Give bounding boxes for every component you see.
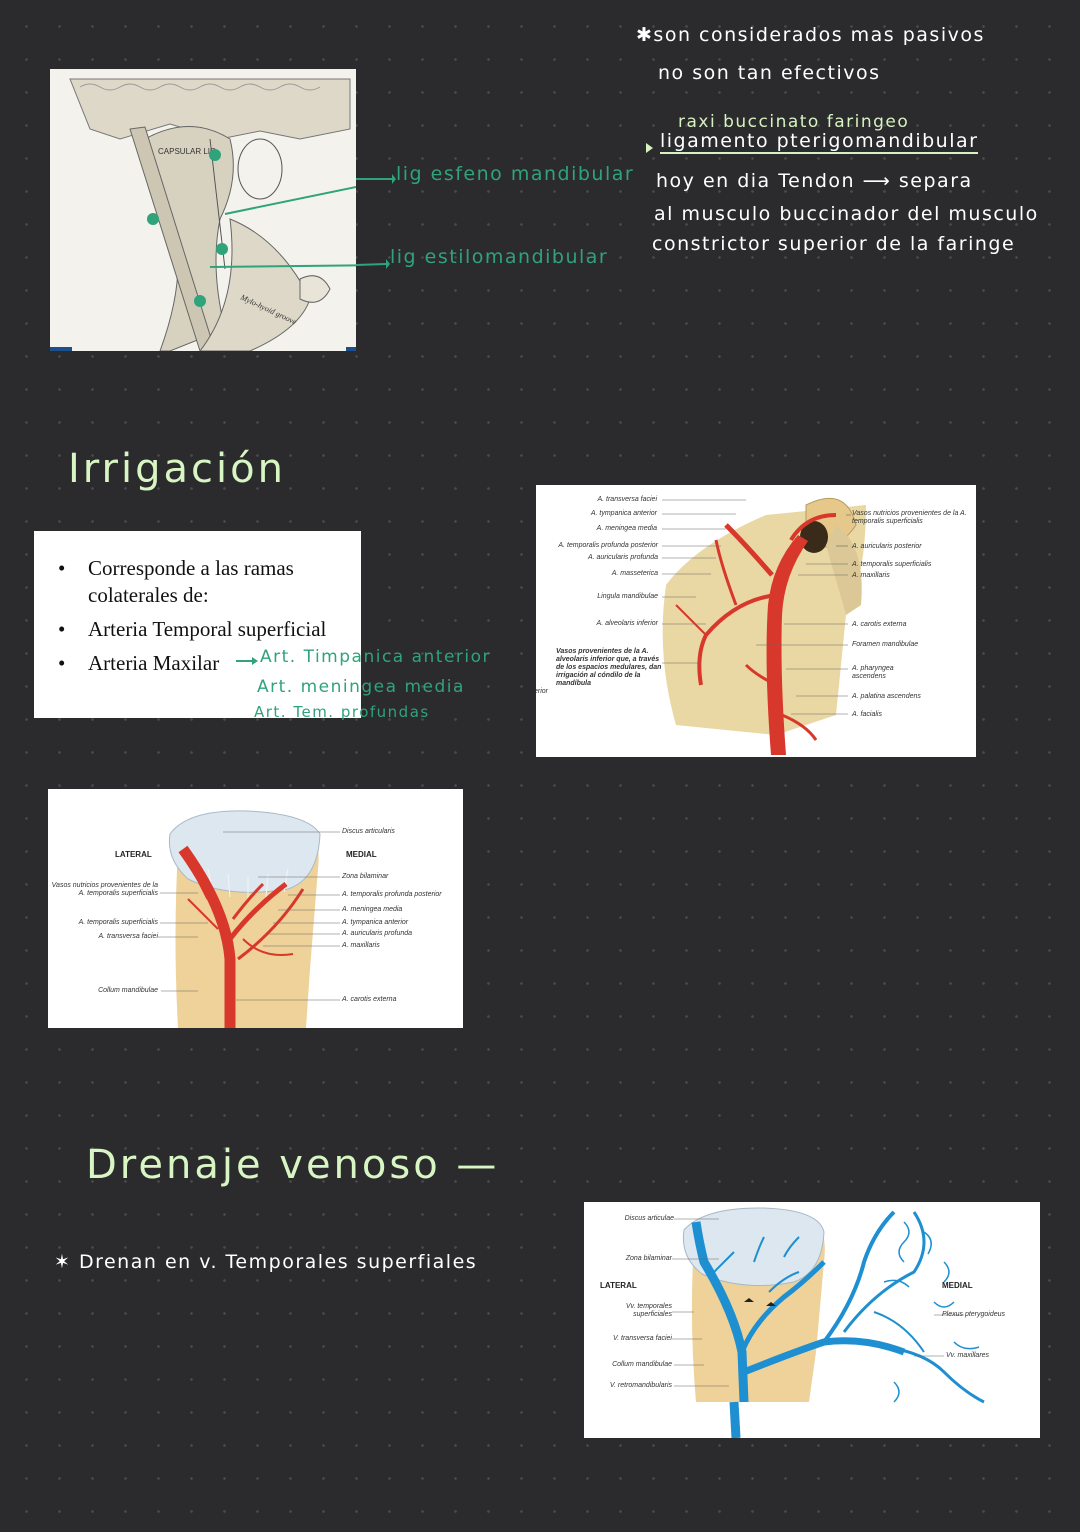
fig2-label: Collum mandibulae xyxy=(98,987,158,994)
ligament-figure: CAPSULAR LIG. Mylo-hyoid groove xyxy=(50,69,356,351)
fig1-label: A. maxillaris xyxy=(852,572,890,579)
note-tendon: hoy en dia Tendon ⟶ separa xyxy=(656,170,973,192)
medial-label: MEDIAL xyxy=(346,850,377,859)
marker-dot xyxy=(209,149,221,161)
fig1-edge-label: erior xyxy=(536,688,549,695)
fig2-label: Zona bilaminar xyxy=(342,873,389,880)
fig1-label: Foramen mandibulae xyxy=(852,641,919,648)
bullet-item: Corresponde a las ramas colaterales de: xyxy=(34,555,361,609)
vein-label: V. transversa faciei xyxy=(612,1335,672,1342)
fig1-label: A. temporalis profunda posterior xyxy=(558,542,658,549)
fig2-label: A. transversa faciei xyxy=(98,933,158,940)
note-raxi: raxi buccinato faringeo xyxy=(678,112,910,132)
note-profundas: Art. Tem. profundas xyxy=(254,703,430,721)
artery-illustration-2 xyxy=(158,810,340,1028)
irrigacion-bullets-panel: Corresponde a las ramas colaterales de: … xyxy=(34,531,361,718)
fig1-label: A. facialis xyxy=(852,711,882,718)
ligament-illustration: CAPSULAR LIG. Mylo-hyoid groove xyxy=(50,69,356,351)
note-pterigomandibular: ligamento pterigomandibular xyxy=(660,130,979,154)
marker-dot xyxy=(194,295,206,307)
marker-dot xyxy=(216,243,228,255)
fig1-label: Vasos nutricios provenientes de la A. te… xyxy=(852,510,967,525)
lig-esfenomandibular-label: lig esfeno mandibular xyxy=(396,163,635,185)
drenaje-note: ✶ Drenan en v. Temporales superfiales xyxy=(54,1251,478,1273)
artery-figure-2: LATERAL MEDIAL Vasos nutricios provenien… xyxy=(48,789,463,1028)
fig1-label: A. tympanica anterior xyxy=(590,510,657,517)
fig1-label: A. masseterica xyxy=(611,570,658,577)
fig2-label: A. carotis externa xyxy=(342,996,397,1003)
fig2-label: A. temporalis superficialis xyxy=(78,919,158,926)
vein-medial-label: MEDIAL xyxy=(942,1281,973,1290)
fig1-label: A. carotis externa xyxy=(852,621,907,628)
vein-label: Vv. maxillares xyxy=(946,1352,990,1359)
vein-lateral-label: LATERAL xyxy=(600,1281,637,1290)
fig1-label: A. temporalis superficialis xyxy=(852,561,932,568)
note-pasivos: ✱son considerados mas pasivos xyxy=(636,24,985,46)
note-buccinador: al musculo buccinador del musculo xyxy=(654,203,1039,225)
fig1-label: A. auricularis profunda xyxy=(587,554,658,561)
maxilar-arrow-icon xyxy=(236,657,258,665)
fig1-label: A. alveolaris inferior xyxy=(596,620,658,627)
vein-label: Plexus pterygoideus xyxy=(942,1311,1006,1318)
ligament-arrows xyxy=(356,174,396,269)
bullet-item: Arteria Temporal superficial xyxy=(34,616,361,643)
fig1-label: A. auricularis posterior xyxy=(852,543,922,550)
capsule-label: CAPSULAR LIG. xyxy=(158,147,218,156)
fig2-label: A. tympanica anterior xyxy=(342,919,409,926)
note-meningea: Art. meningea media xyxy=(257,677,465,697)
fig2-label: Discus articularis xyxy=(342,828,395,835)
note-constrictor: constrictor superior de la faringe xyxy=(652,233,1016,255)
lig-estilomandibular-label: lig estilomandibular xyxy=(390,246,609,268)
vein-figure: Discus articulae Zona bilaminar LATERAL … xyxy=(584,1202,1040,1438)
fig1-label: A. transversa faciei xyxy=(597,496,657,503)
note-efectivos: no son tan efectivos xyxy=(658,62,881,84)
vein-label: Vv. temporales superficiales xyxy=(625,1303,672,1318)
irrigacion-bullet-list: Corresponde a las ramas colaterales de: … xyxy=(34,555,361,677)
vein-label: Collum mandibulae xyxy=(612,1361,672,1368)
fig1-label: A. meningea media xyxy=(596,525,657,532)
fig2-label: A. temporalis profunda posterior xyxy=(342,891,442,898)
fig1-label: A. palatina ascendens xyxy=(852,693,921,700)
drenaje-heading: Drenaje venoso — xyxy=(86,1142,500,1188)
artery-figure-1: A. transversa faciei A. tympanica anteri… xyxy=(536,485,976,757)
fig2-label: A. auricularis profunda xyxy=(342,930,413,937)
note-timpanica: Art. Timpanica anterior xyxy=(260,647,492,667)
bullet-item: Arteria Maxilar xyxy=(34,650,361,677)
fig1-label: A. pharyngea ascendens xyxy=(852,665,894,680)
fig2-label: A. meningea media xyxy=(342,906,403,913)
vein-label: Discus articulae xyxy=(624,1215,674,1222)
fig2-label: A. maxillaris xyxy=(342,942,380,949)
fig1-label: Vasos provenientes de la A. alveolaris i… xyxy=(556,648,662,687)
bullet-arrow-icon xyxy=(646,143,653,153)
marker-dot xyxy=(147,213,159,225)
vein-label: V. retromandibularis xyxy=(609,1382,672,1389)
vein-illustration xyxy=(672,1207,985,1438)
artery-illustration-1 xyxy=(662,497,866,755)
lateral-label: LATERAL xyxy=(115,850,152,859)
fig2-label: Vasos nutricios provenientes de la A. te… xyxy=(51,882,158,897)
irrigacion-heading: Irrigación xyxy=(68,446,286,492)
vein-label: Zona bilaminar xyxy=(625,1255,672,1262)
fig1-label: Lingula mandibulae xyxy=(597,593,658,600)
note-pterigomandibular-text: ligamento pterigomandibular xyxy=(660,130,979,154)
